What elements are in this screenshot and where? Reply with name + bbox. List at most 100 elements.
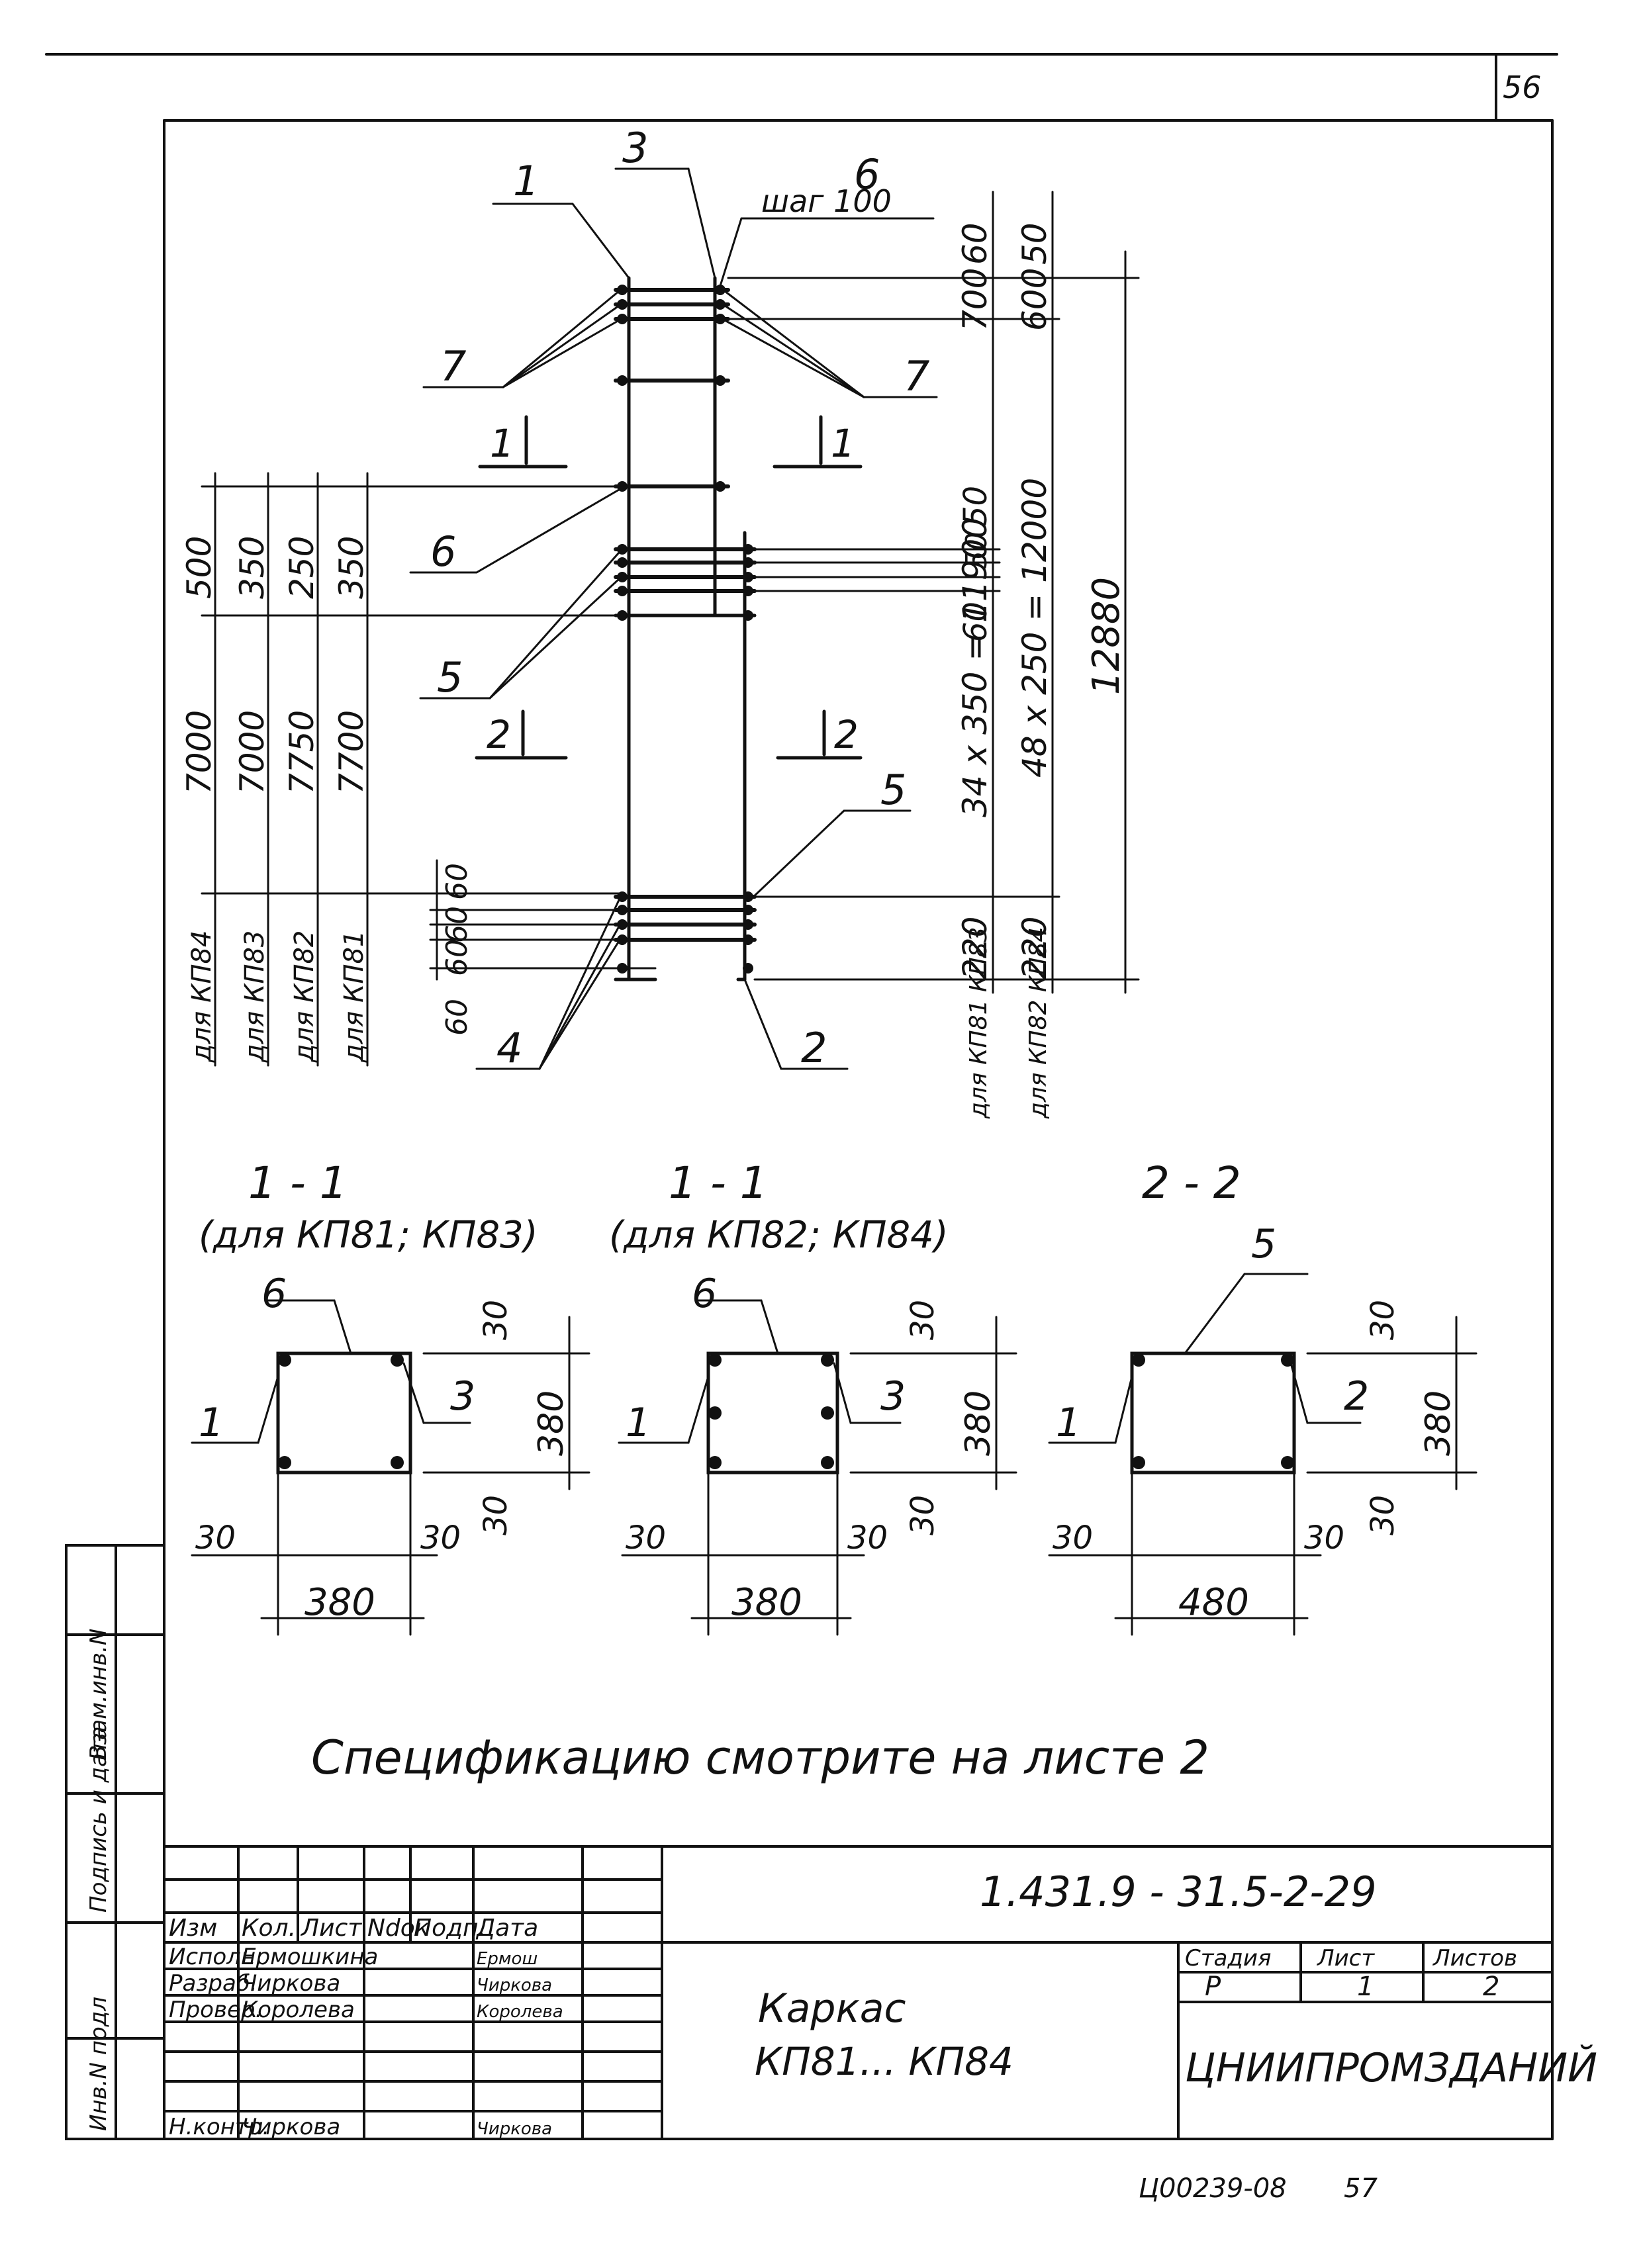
- section-2-dim-width: 380: [731, 1581, 802, 1624]
- section-3-dim-top: 30: [1364, 1300, 1401, 1340]
- dim-a-label: для КП81 КП83: [965, 927, 992, 1119]
- section-3-dim-bottom: 30: [1364, 1495, 1401, 1535]
- section-2-dim-right-cover: 30: [847, 1520, 888, 1557]
- section-1-dim-bottom: 30: [477, 1495, 514, 1535]
- dim-a-700: 700: [956, 268, 994, 331]
- dim-a-60: 60: [957, 602, 994, 642]
- name-4: Чиркова: [242, 2114, 340, 2140]
- section-3-dim-width: 480: [1178, 1581, 1249, 1624]
- section-1-callout-1: 1: [199, 1400, 224, 1446]
- section-3-dim-left-cover: 30: [1053, 1520, 1093, 1557]
- organization: ЦНИИПРОМЗДАНИЙ: [1185, 2044, 1597, 2091]
- name-0: Ермошкина: [242, 1944, 378, 1970]
- sign-2: Королева: [477, 2002, 563, 2022]
- section-2-dim-bottom: 30: [904, 1495, 941, 1535]
- section-mark-2-right: 2: [834, 712, 859, 757]
- designation: 1.431.9 - 31.5-2-29: [980, 1868, 1377, 1916]
- sign-0: Ермош: [477, 1949, 538, 1969]
- dim-kp82-label: для КП82: [289, 930, 320, 1063]
- dim-kp82-top: 250: [283, 536, 321, 599]
- name-2: Королева: [242, 1997, 355, 2023]
- section-1-callout-3: 3: [450, 1373, 475, 1420]
- sheet-frame: [45, 53, 1558, 2140]
- section-1-dim-top: 30: [477, 1300, 514, 1340]
- dim-a-50-2: 50: [960, 532, 994, 569]
- dim-b-chain: 48 x 250 = 12000: [1015, 478, 1054, 778]
- stage-label: Стадия: [1185, 1945, 1271, 1972]
- sheets-value: 2: [1483, 1972, 1499, 2002]
- name-1: Чиркова: [242, 1970, 340, 1997]
- sign-4: Чиркова: [477, 2119, 552, 2139]
- section-1-subtitle: (для КП81; КП83): [199, 1214, 538, 1257]
- callout-6-top: 6: [854, 150, 880, 199]
- footer-code: Ц00239-08: [1139, 2173, 1287, 2204]
- stage-value: Р: [1205, 1972, 1221, 2002]
- section-3-dim-right-cover: 30: [1304, 1520, 1344, 1557]
- elevation-view: 1 3 6 шаг 100 7 7 6 5 5 4 2 1 1 2 2: [180, 124, 1140, 1119]
- sheet-value: 1: [1357, 1972, 1374, 2002]
- section-mark-2-left: 2: [487, 712, 511, 757]
- header-kol: Кол.: [242, 1915, 296, 1942]
- bar-dots: [617, 285, 753, 974]
- section-2-callout-3: 3: [880, 1373, 906, 1420]
- header-izm: Изм: [169, 1915, 217, 1942]
- callout-7-right: 7: [904, 352, 929, 400]
- dim-kp84-top: 500: [180, 536, 218, 599]
- section-1-kp82-kp84: 1 - 1 (для КП82; КП84) 6 1 3 30 380 30 3: [609, 1157, 1017, 1636]
- object-name-line2: КП81... КП84: [755, 2039, 1013, 2084]
- dim-b-600: 600: [1015, 268, 1054, 331]
- stirrups: [614, 288, 757, 942]
- header-podp: Подп.: [414, 1915, 486, 1942]
- callout-7-left: 7: [440, 342, 466, 390]
- dim-a-50-1: 50: [957, 486, 994, 526]
- section-1-callout-6: 6: [261, 1271, 287, 1317]
- section-3-title: 2 - 2: [1142, 1157, 1241, 1208]
- callout-6-mid: 6: [430, 527, 456, 576]
- dim-bottom-spacing-2: 60: [440, 906, 474, 943]
- dim-total: 12880: [1085, 577, 1128, 695]
- dim-kp83-label: для КП83: [240, 930, 270, 1063]
- dim-kp81-top: 350: [332, 536, 371, 599]
- section-3-dim-height: 380: [1419, 1390, 1458, 1456]
- callout-5-right: 5: [880, 766, 906, 814]
- dim-kp84-mid: 7000: [180, 710, 218, 794]
- role-2: Провер.: [169, 1997, 262, 2023]
- leader-lines: [409, 167, 938, 1070]
- section-2-title: 1 - 1: [669, 1157, 768, 1208]
- header-list: Лист: [300, 1915, 362, 1942]
- section-3-callout-5: 5: [1251, 1221, 1276, 1267]
- dim-b-label: для КП82 КП84: [1025, 927, 1052, 1119]
- callout-3: 3: [622, 124, 648, 172]
- section-1-kp81-kp83: 1 - 1 (для КП81; КП83) 6 1 3 30 380 30 3…: [191, 1157, 590, 1636]
- dim-b-220: 220: [1015, 917, 1054, 979]
- sheet-label: Лист: [1316, 1945, 1375, 1972]
- role-4: Н.контр.: [169, 2114, 269, 2140]
- footer-page: 57: [1344, 2173, 1378, 2204]
- section-mark-1-right: 1: [831, 421, 855, 466]
- right-dimension-lines: [727, 191, 1140, 994]
- left-dimension-lines: [201, 472, 657, 1067]
- column-outline: [614, 276, 757, 981]
- section-1-dim-height: 380: [532, 1390, 571, 1456]
- title-block: 1.431.9 - 31.5-2-29 Изм Кол. Лист Ndoк П…: [163, 1845, 1597, 2140]
- section-2-dim-top: 30: [904, 1300, 941, 1340]
- sign-1: Чиркова: [477, 1975, 552, 1995]
- dim-kp83-mid: 7000: [233, 710, 271, 794]
- section-2-dim-left-cover: 30: [626, 1520, 666, 1557]
- section-1-dim-width: 380: [305, 1581, 375, 1624]
- role-0: Исполн.: [169, 1944, 263, 1970]
- section-2-dim-height: 380: [959, 1390, 998, 1456]
- section-1-dim-right-cover: 30: [420, 1520, 461, 1557]
- section-2-2: 2 - 2 5 1 2 30 380 30 30 30 480: [1048, 1157, 1478, 1636]
- callout-1: 1: [513, 157, 539, 205]
- section-2-callout-6: 6: [692, 1271, 717, 1317]
- sheets-label: Листов: [1432, 1945, 1517, 1972]
- section-1-title: 1 - 1: [248, 1157, 348, 1208]
- dim-kp82-mid: 7750: [283, 710, 321, 794]
- dim-a-220: 220: [956, 917, 994, 979]
- dim-b-top: 50: [1015, 222, 1054, 265]
- pitch-note: шаг 100: [761, 183, 892, 219]
- section-2-callout-1: 1: [626, 1400, 651, 1446]
- section-3-callout-1: 1: [1056, 1400, 1081, 1446]
